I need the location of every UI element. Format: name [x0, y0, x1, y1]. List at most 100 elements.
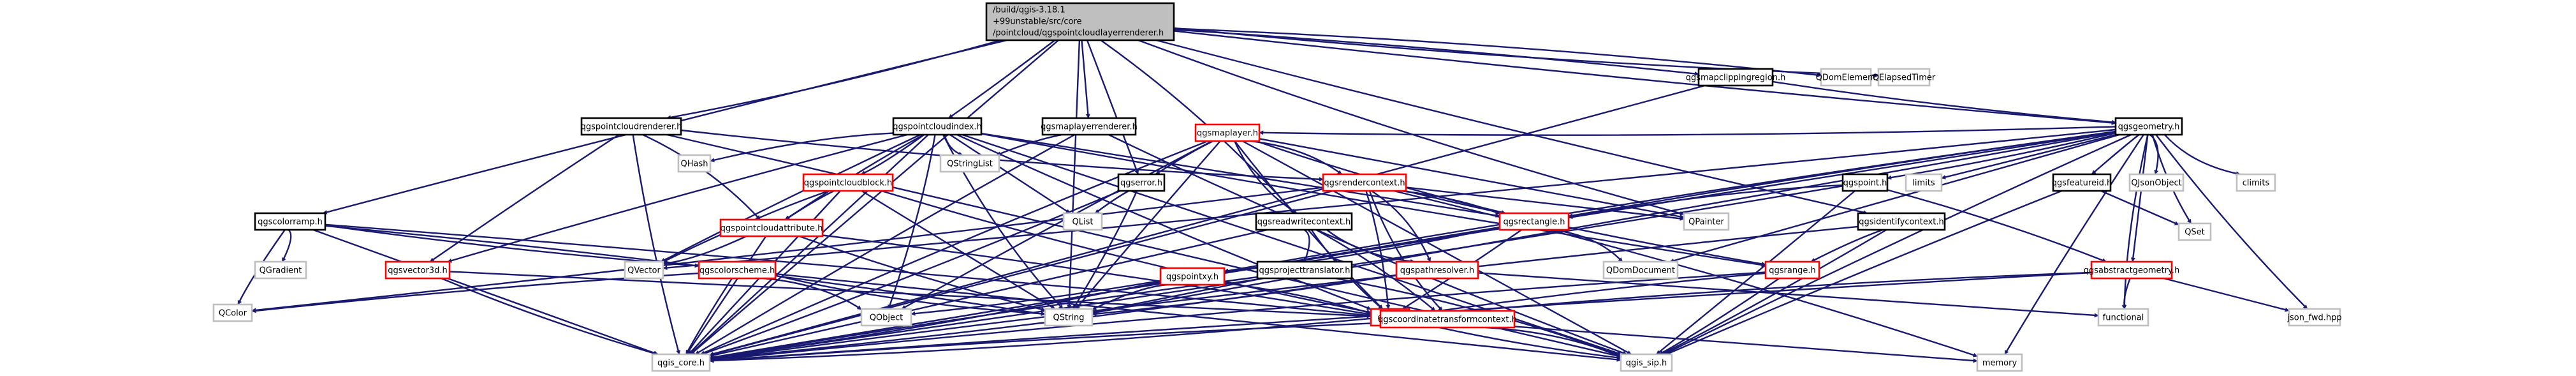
node-qgscoordinatetransformcontext[interactable]: qgscoordinatetransformcontext.h: [1378, 310, 1517, 329]
node-box: [1194, 123, 1261, 142]
node-label: functional: [2103, 313, 2144, 323]
node-qgserror[interactable]: qgserror.h: [1117, 173, 1166, 192]
node-qgis-core: qgis_core.h: [651, 353, 711, 372]
node-qgsprojecttranslator[interactable]: qgsprojecttranslator.h: [1256, 260, 1353, 280]
node-label: qgsrendercontext.h: [1324, 179, 1405, 188]
node-box: [1620, 353, 1673, 372]
edge-qgsrange-to-qgis_core: [709, 271, 1766, 363]
node-box: [384, 260, 451, 280]
node-qgsreadwritecontext[interactable]: qgsreadwritecontext.h: [1255, 212, 1353, 231]
edge-qgsreadwritecontext-to-qgis_core: [709, 229, 1268, 357]
node-label: QVector: [627, 266, 661, 276]
node-qgspointcloudattribute[interactable]: qgspointcloudattribute.h: [719, 218, 824, 237]
node-label: qgsmaplayerrenderer.h: [1041, 123, 1138, 132]
node-qgsrange[interactable]: qgsrange.h: [1764, 260, 1820, 280]
edge-qgsrendercontext-to-qgsrange: [1405, 190, 1766, 266]
node-label: QColor: [219, 309, 247, 319]
edge-qgspointcloudindex-to-qgis_sip: [962, 133, 1622, 356]
node-box: [1255, 212, 1353, 231]
node-qgscolorramp[interactable]: qgscolorramp.h: [254, 212, 326, 231]
node-label: qgspoint.h: [1843, 179, 1887, 188]
edge-qgsrectangle-to-QDomDocument: [1552, 229, 1623, 262]
node-box: [2097, 308, 2149, 327]
edge-qgscoordinatetransformcontext-to-qgis_sip: [1485, 326, 1621, 358]
node-qgsrectangle[interactable]: qgsrectangle.h: [1498, 212, 1570, 231]
edge-qgsgeometry-to-qgsmaplayer: [1259, 126, 2116, 136]
edge-qgsmaplayer-to-QObject: [901, 140, 1213, 310]
node-root-box: [985, 2, 1175, 41]
edge-root-to-qgsmaplayerrenderer: [1081, 40, 1090, 119]
edge-qgsmaplayerrenderer-to-QStringList: [996, 133, 1063, 156]
edge-qgscoordinatetransformcontext-to-qgis_core: [709, 322, 1381, 363]
node-qgspoint[interactable]: qgspoint.h: [1841, 173, 1889, 192]
edge-qgsmapclippingregion-to-qgsgeometry: [1772, 80, 2116, 124]
edge-qgsgeometry-to-QDomDocument: [1669, 133, 2120, 263]
edge-qgspointcloudindex-to-QList: [949, 133, 1071, 214]
edge-qgsvector3d-to-qgis_core: [441, 277, 658, 356]
node-label: qgspointcloudblock.h: [804, 179, 893, 188]
node-qgsvector3d[interactable]: qgsvector3d.h: [384, 260, 451, 280]
edge-qgspointcloudblock-to-QString: [861, 190, 1056, 310]
node-qgspathresolver[interactable]: qgspathresolver.h: [1395, 260, 1479, 280]
node-box: [2052, 173, 2112, 192]
node-box: [1764, 260, 1820, 280]
node-box: [1877, 68, 1931, 87]
node-box: [1256, 260, 1353, 280]
edge-root-to-QString: [1067, 40, 1081, 310]
node-root-label-line: /build/qgis-3.18.1: [993, 6, 1065, 15]
edge-qgscolorscheme-to-qgis_sip: [775, 273, 1621, 362]
edge-qgsreadwritecontext-to-qgscoordinatetransformcontext: [1315, 229, 1436, 312]
node-box: [2090, 260, 2173, 280]
edge-qgsprojecttranslator-to-qgis_core: [709, 276, 1258, 360]
edge-qgsvector3d-to-qgis: [449, 271, 1372, 319]
node-label: QString: [1053, 313, 1084, 323]
edge-qgscolorscheme-to-qgis_core: [685, 278, 733, 355]
node-qgsidentifycontext[interactable]: qgsidentifycontext.h: [1857, 212, 1946, 231]
node-qgspointxy[interactable]: qgspointxy.h: [1159, 267, 1226, 286]
edge-qgspointcloudindex-to-QStringList: [944, 134, 963, 156]
node-box: [677, 154, 712, 173]
node-qgsmaplayer[interactable]: qgsmaplayer.h: [1194, 123, 1261, 142]
edge-qgsfeatureid-to-QSet: [2100, 190, 2179, 226]
node-qgsgeometry[interactable]: qgsgeometry.h: [2114, 117, 2183, 136]
node-qgsrendercontext[interactable]: qgsrendercontext.h: [1322, 173, 1407, 192]
node-box: [580, 117, 682, 136]
node-qgspointcloudblock[interactable]: qgspointcloudblock.h: [802, 173, 894, 192]
edge-qgspointcloudrenderer-to-qgsvector3d: [429, 133, 620, 262]
node-box: [1905, 173, 1943, 192]
node-label: qgsmaplayer.h: [1197, 129, 1258, 139]
node-box: [719, 218, 824, 237]
node-label: qgsreadwritecontext.h: [1257, 218, 1351, 227]
node-box: [254, 260, 307, 280]
edge-qgsreadwritecontext-to-qgsprojecttranslator: [1303, 229, 1310, 262]
node-qgspointcloudrenderer[interactable]: qgspointcloudrenderer.h: [580, 117, 682, 136]
node-qgscolorscheme[interactable]: qgscolorscheme.h: [698, 260, 777, 280]
node-qgsfeatureid[interactable]: qgsfeatureid.h: [2052, 173, 2112, 192]
edge-qgspointcloudattribute-to-qgis: [822, 234, 1372, 317]
node-qgsmaplayerrenderer[interactable]: qgsmaplayerrenderer.h: [1041, 117, 1138, 136]
node-qgsmapclippingregion[interactable]: qgsmapclippingregion.h: [1686, 68, 1786, 87]
edge-qgsrendercontext-to-QColor: [251, 186, 1324, 313]
edge-qgspointcloudrenderer-to-qgis_core: [632, 134, 681, 355]
edge-qgspoint-to-qgsabstractgeometry: [1887, 189, 2107, 263]
node-label: json_fwd.hpp: [2287, 313, 2341, 323]
node-label: QGradient: [260, 266, 302, 276]
node-qlist: QList: [1062, 212, 1103, 231]
edge-qgspointcloudindex-to-QVector: [660, 133, 921, 263]
node-box: [1602, 260, 1679, 280]
edge-qgsfeatureid-to-qgis_sip: [1665, 190, 2062, 356]
edge-qgsrendercontext-to-qgspathresolver: [1371, 190, 1431, 262]
edge-qgspointcloudindex-to-QObject: [888, 134, 936, 310]
node-qgsabstractgeometry[interactable]: qgsabstractgeometry.h: [2084, 260, 2179, 280]
node-box: [698, 260, 777, 280]
node-box: [1044, 308, 1094, 327]
node-qstringlist: QStringList: [939, 154, 1000, 173]
node-label: QStringList: [947, 160, 993, 169]
node-box: [1841, 173, 1889, 192]
node-root-label-line: +99unstable/src/core: [993, 17, 1082, 27]
node-qobject: QObject: [860, 308, 912, 327]
node-label: qgis_core.h: [657, 359, 705, 368]
edge-qgspointcloudindex-to-qgsrectangle: [981, 132, 1500, 218]
node-qgspointcloudindex[interactable]: qgspointcloudindex.h: [892, 117, 983, 136]
node-box: [1159, 267, 1226, 286]
